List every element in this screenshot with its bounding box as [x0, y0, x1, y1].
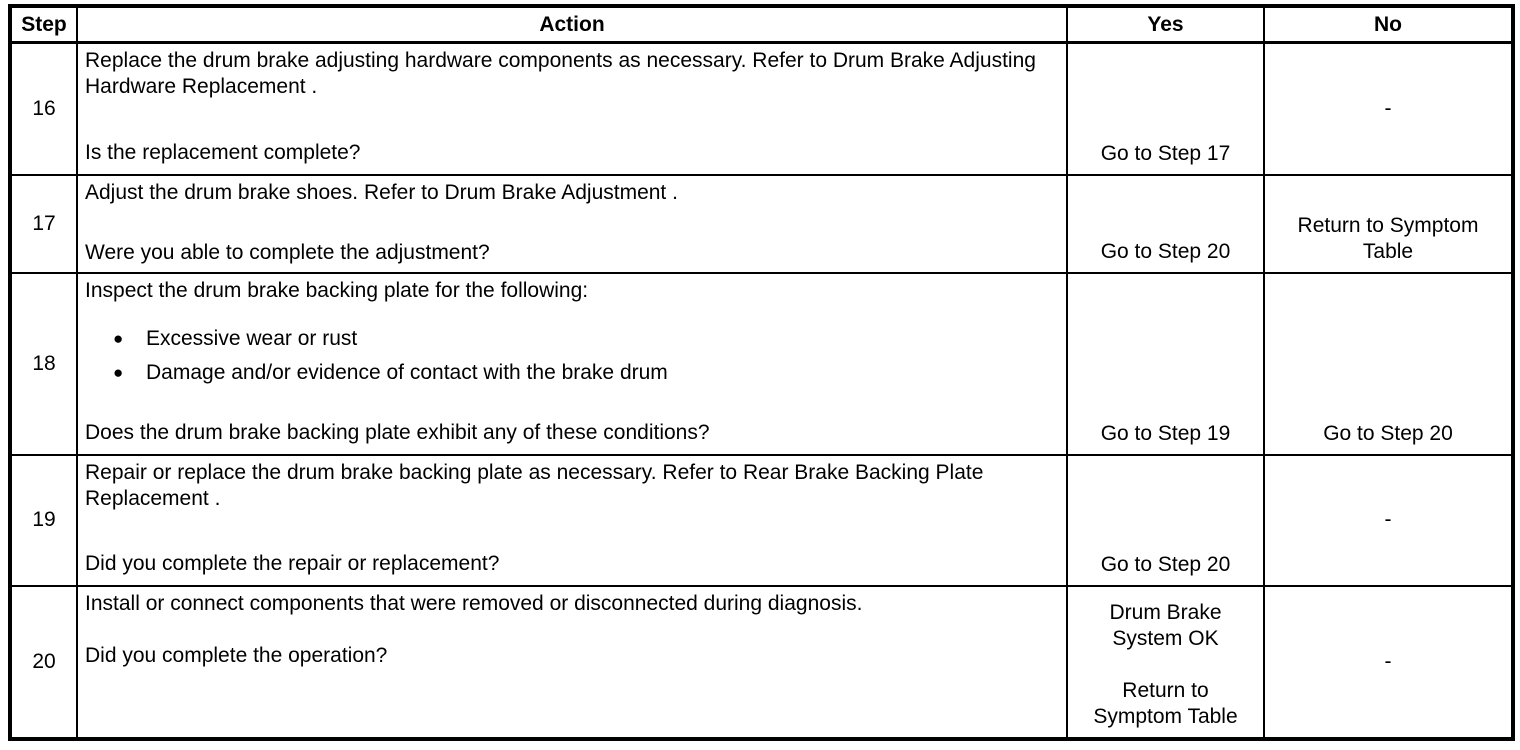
yes-cell: Go to Step 20	[1066, 453, 1265, 587]
no-cell: Go to Step 20	[1263, 271, 1514, 456]
action-description: Repair or replace the drum brake backing…	[85, 460, 984, 510]
action-cell: Replace the drum brake adjusting hardwar…	[76, 41, 1068, 176]
step-number: 16	[9, 41, 78, 176]
action-description: Replace the drum brake adjusting hardwar…	[85, 49, 1036, 98]
yes-cell: Go to Step 19	[1066, 271, 1265, 456]
action-question: Did you complete the operation?	[85, 643, 388, 667]
action-question: Is the replacement complete?	[85, 141, 361, 164]
action-description: Install or connect components that were …	[85, 591, 863, 615]
step-number: 18	[9, 271, 78, 456]
step-number: 17	[9, 173, 78, 274]
action-description: Adjust the drum brake shoes. Refer to Dr…	[85, 180, 678, 204]
table-header-row: Step Action Yes No	[9, 5, 1514, 44]
step-number: 19	[9, 453, 78, 587]
yes-cell: Go to Step 17	[1066, 41, 1265, 176]
action-question: Were you able to complete the adjustment…	[85, 240, 490, 264]
action-bullet-list: Excessive wear or rust Damage and/or evi…	[85, 326, 1054, 386]
action-question: Does the drum brake backing plate exhibi…	[85, 420, 710, 444]
diagnostic-table: Step Action Yes No 16 Replace the drum b…	[8, 4, 1515, 741]
action-description: Inspect the drum brake backing plate for…	[85, 278, 589, 302]
no-cell: Return to Symptom Table	[1263, 173, 1514, 274]
header-action: Action	[76, 5, 1068, 44]
action-bullet-item: Damage and/or evidence of contact with t…	[85, 360, 1054, 386]
yes-cell: Drum Brake System OK Return to Symptom T…	[1066, 584, 1265, 740]
yes-result-line: Drum Brake System OK	[1109, 600, 1222, 650]
header-step: Step	[9, 5, 78, 44]
action-cell: Adjust the drum brake shoes. Refer to Dr…	[76, 173, 1068, 274]
action-cell: Inspect the drum brake backing plate for…	[76, 271, 1068, 456]
table-row-step-20: 20 Install or connect components that we…	[9, 584, 1514, 740]
no-cell: -	[1263, 453, 1514, 587]
action-cell: Repair or replace the drum brake backing…	[76, 453, 1068, 587]
table-row-step-17: 17 Adjust the drum brake shoes. Refer to…	[9, 173, 1514, 274]
table-row-step-19: 19 Repair or replace the drum brake back…	[9, 453, 1514, 587]
yes-result-line: Return to Symptom Table	[1093, 678, 1238, 728]
table-row-step-16: 16 Replace the drum brake adjusting hard…	[9, 41, 1514, 176]
no-cell: -	[1263, 584, 1514, 740]
action-question: Did you complete the repair or replaceme…	[85, 551, 500, 575]
header-yes: Yes	[1066, 5, 1265, 44]
action-bullet-item: Excessive wear or rust	[85, 326, 1054, 352]
no-cell: -	[1263, 41, 1514, 176]
yes-cell: Go to Step 20	[1066, 173, 1265, 274]
header-no: No	[1263, 5, 1514, 44]
table-row-step-18: 18 Inspect the drum brake backing plate …	[9, 271, 1514, 456]
action-cell: Install or connect components that were …	[76, 584, 1068, 740]
step-number: 20	[9, 584, 78, 740]
